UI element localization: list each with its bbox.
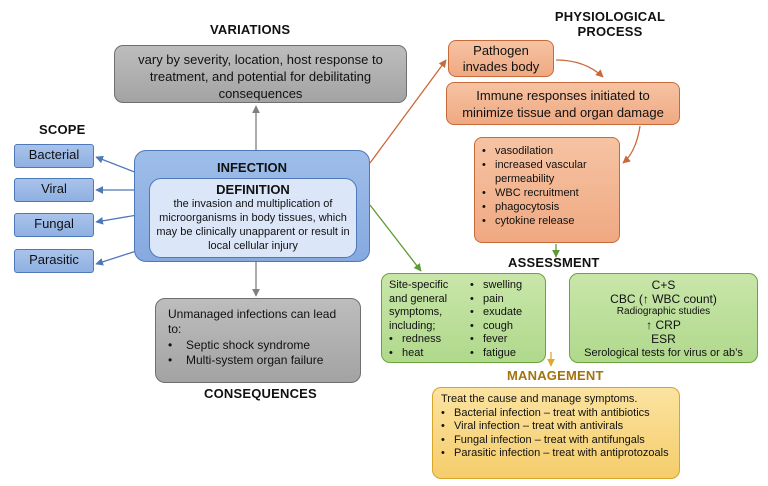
symptom-item: heat (389, 347, 465, 361)
symptom-item: exudate (470, 306, 544, 320)
symptom-item: pain (470, 293, 544, 307)
consequences-box: Unmanaged infections can lead to: Septic… (155, 298, 361, 383)
management-item: Bacterial infection – treat with antibio… (441, 407, 673, 421)
scope-viral: Viral (14, 178, 94, 202)
process-response-item: cytokine release (482, 214, 613, 228)
scope-bacterial: Bacterial (14, 144, 94, 168)
symptom-item: swelling (470, 279, 544, 293)
physiological-header-line1: PHYSIOLOGICAL (554, 9, 666, 24)
infection-title: INFECTION (216, 160, 288, 175)
definition-title: DEFINITION (216, 182, 290, 197)
test-esr: ESR (651, 332, 676, 346)
symptom-item: cough (470, 320, 544, 334)
process-step-responses: vasodilation increased vascular permeabi… (474, 137, 620, 243)
test-radiographic: Radiographic studies (616, 306, 711, 317)
management-box: Treat the cause and manage symptoms. Bac… (432, 387, 680, 479)
definition-box: DEFINITION the invasion and multiplicati… (149, 178, 357, 258)
arrow-to-pathogen (369, 59, 447, 164)
consequence-item: Multi-system organ failure (168, 353, 352, 368)
assessment-symptoms-box: Site-specific and general symptoms, incl… (381, 273, 546, 363)
process-step-immune: Immune responses initiated to minimize t… (446, 82, 680, 125)
management-list: Bacterial infection – treat with antibio… (441, 407, 673, 461)
consequences-header: CONSEQUENCES (204, 386, 317, 401)
scope-parasitic: Parasitic (14, 249, 94, 273)
symptom-item: fatigue (470, 347, 544, 361)
symptom-item: fever (470, 333, 544, 347)
symptoms-col2: swelling pain exudate cough fever fatigu… (470, 279, 544, 360)
arrow-to-symptoms (369, 204, 422, 272)
management-item: Parasitic infection – treat with antipro… (441, 447, 673, 461)
scope-header: SCOPE (39, 122, 86, 137)
arrow-to-process-list (622, 125, 641, 164)
variations-box: vary by severity, location, host respons… (114, 45, 407, 103)
physiological-header-line2: PROCESS (577, 24, 643, 39)
management-intro: Treat the cause and manage symptoms. (441, 393, 638, 405)
arrow-to-immune (555, 59, 604, 78)
test-cs: C+S (651, 278, 676, 292)
variations-text: vary by severity, location, host respons… (138, 52, 383, 101)
process-response-item: phagocytosis (482, 200, 613, 214)
scope-fungal: Fungal (14, 213, 94, 237)
symptoms-intro: Site-specific and general symptoms, incl… (389, 279, 449, 332)
process-responses-list: vasodilation increased vascular permeabi… (482, 144, 613, 228)
consequence-item: Septic shock syndrome (168, 338, 352, 353)
assessment-header: ASSESSMENT (508, 255, 600, 270)
management-header: MANAGEMENT (507, 368, 604, 383)
process-response-item: increased vascular permeability (482, 158, 613, 186)
symptom-item: redness (389, 333, 465, 347)
definition-text: the invasion and multiplication of micro… (156, 198, 350, 252)
consequences-list: Septic shock syndrome Multi-system organ… (168, 338, 352, 368)
test-serological: Serological tests for virus or ab’s (584, 347, 743, 359)
test-cbc: CBC (↑ WBC count) (610, 292, 717, 306)
variations-header: VARIATIONS (210, 22, 291, 37)
consequences-intro: Unmanaged infections can lead to: (168, 307, 337, 336)
symptoms-list-2: swelling pain exudate cough fever fatigu… (470, 279, 544, 360)
symptoms-list-1: redness heat (389, 333, 465, 360)
process-step-pathogen: Pathogen invades body (448, 40, 554, 77)
process-response-item: WBC recruitment (482, 186, 613, 200)
test-crp: ↑ CRP (646, 318, 681, 332)
management-item: Viral infection – treat with antivirals (441, 420, 673, 434)
assessment-tests-box: C+S CBC (↑ WBC count) Radiographic studi… (569, 273, 758, 363)
symptoms-col1: Site-specific and general symptoms, incl… (389, 279, 465, 360)
management-item: Fungal infection – treat with antifungal… (441, 434, 673, 448)
process-response-item: vasodilation (482, 144, 613, 158)
physiological-process-header: PHYSIOLOGICAL PROCESS (550, 9, 670, 39)
